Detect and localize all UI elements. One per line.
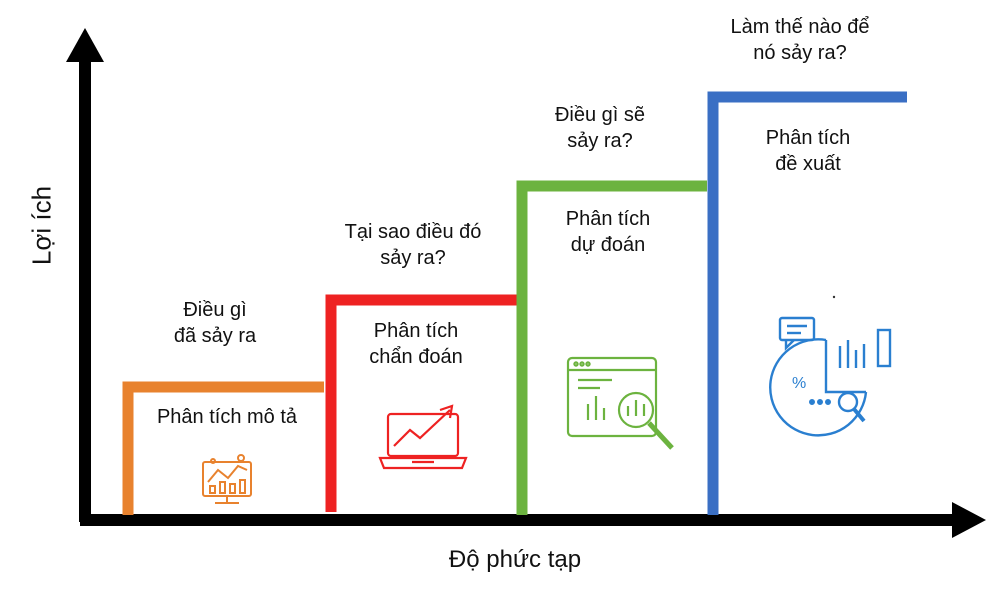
x-axis-arrowhead	[952, 502, 986, 538]
step-descriptive	[122, 381, 324, 515]
laptop-trend-icon	[378, 404, 468, 470]
question-descriptive: Điều gì đã sảy ra	[173, 299, 257, 347]
monitor-chart-icon	[202, 454, 252, 504]
label-prescriptive: Phân tích đề xuất	[765, 127, 851, 175]
label-predictive: Phân tích dự đoán	[565, 208, 651, 256]
question-predictive: Điều gì sẽ sảy ra?	[554, 104, 646, 152]
step-prescriptive	[707, 91, 907, 515]
pie-chart-analytics-icon: %	[769, 295, 892, 437]
step-diagnostic	[325, 294, 518, 512]
window-magnifier-chart-icon	[566, 356, 674, 450]
question-diagnostic: Tại sao điều đó sảy ra?	[344, 221, 482, 269]
label-descriptive: Phân tích mô tả	[156, 406, 298, 428]
step-predictive	[516, 180, 707, 515]
question-prescriptive: Làm thế nào để nó sảy ra?	[730, 16, 870, 64]
y-axis	[66, 28, 104, 522]
label-diagnostic: Phân tích chẩn đoán	[369, 320, 463, 368]
x-axis-label: Độ phức tạp	[448, 546, 582, 573]
y-axis-label: Lợi ích	[26, 185, 57, 266]
x-axis	[80, 502, 986, 538]
y-axis-arrowhead	[66, 28, 104, 62]
svg-text:%: %	[792, 375, 806, 392]
